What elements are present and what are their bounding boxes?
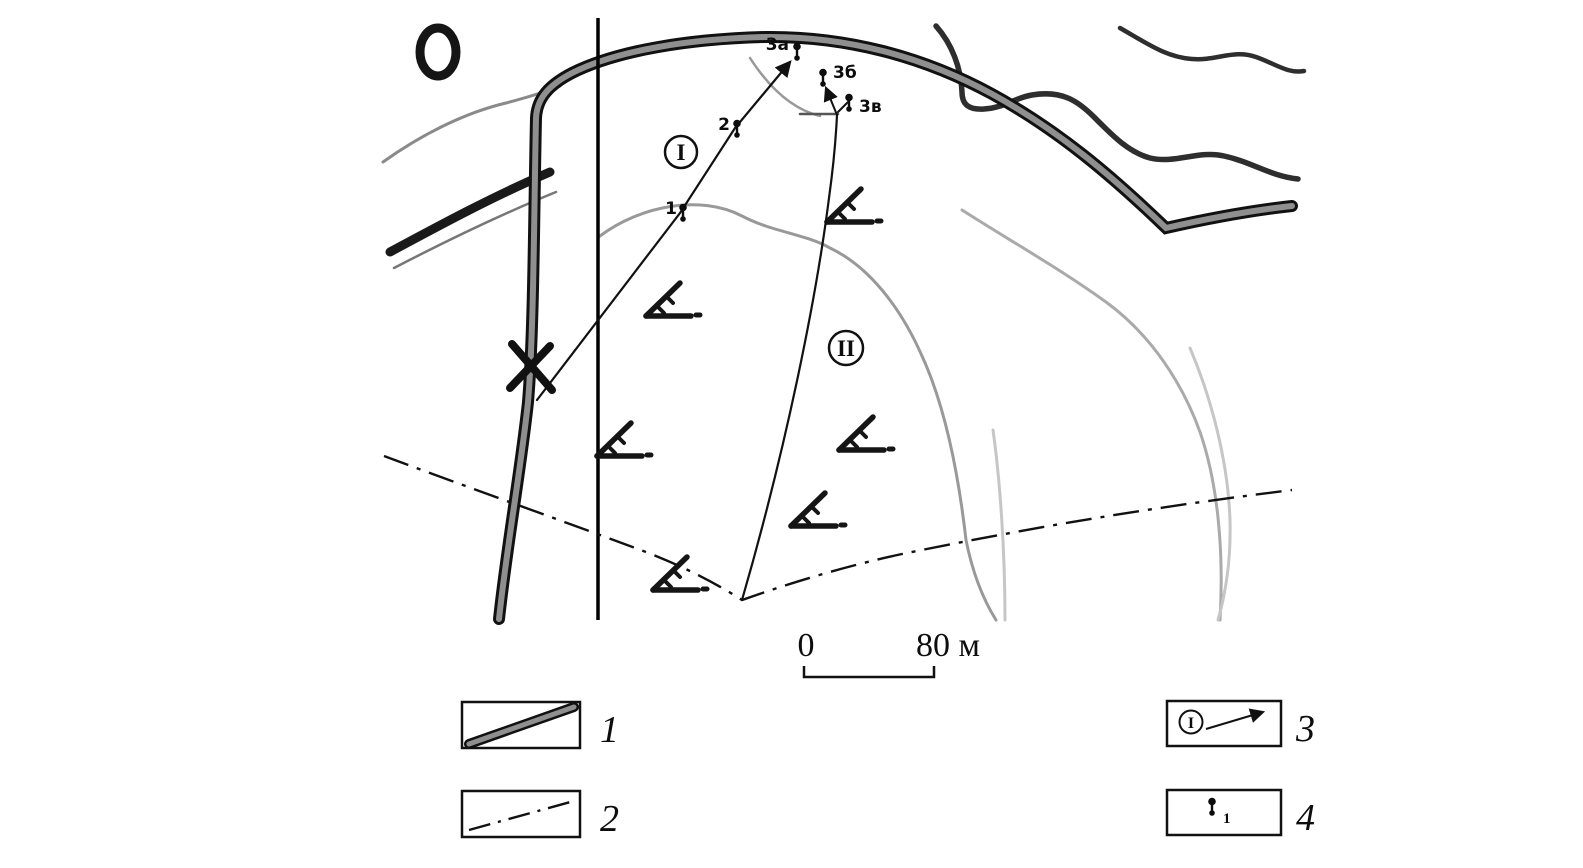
legend-box bbox=[1165, 788, 1283, 837]
dash-dot-boundary-line bbox=[383, 454, 1293, 602]
road-line-fill bbox=[496, 33, 1295, 622]
legend-item-4: 1 4 bbox=[1165, 788, 1315, 839]
route-roman-numeral: II bbox=[837, 336, 855, 361]
legend-item-1: 1 bbox=[460, 700, 619, 751]
scarp-symbols bbox=[597, 189, 893, 590]
legend-item-2: 2 bbox=[460, 789, 619, 840]
contour-line bbox=[1188, 346, 1232, 622]
route-roman-numeral: I bbox=[677, 140, 686, 165]
route-I-line bbox=[535, 60, 792, 402]
legend-roman-numeral: I bbox=[1188, 715, 1194, 732]
legend-number-4: 4 bbox=[1296, 797, 1315, 839]
legend-item-3: I 3 bbox=[1165, 699, 1315, 750]
routes bbox=[535, 60, 849, 602]
contour-lines bbox=[381, 23, 1307, 622]
point-label-3v: 3в bbox=[859, 97, 882, 117]
scarp-symbol bbox=[839, 417, 893, 450]
ravine-line bbox=[1117, 25, 1307, 74]
point-label-1: 1 bbox=[665, 199, 677, 219]
route-II-arrow-branch bbox=[823, 85, 838, 116]
contour-line bbox=[598, 203, 998, 622]
point-label-3a: 3а bbox=[766, 35, 789, 55]
route-II-connector bbox=[837, 101, 849, 113]
legend-number-1: 1 bbox=[600, 709, 619, 751]
dash-dot-symbol bbox=[468, 799, 575, 832]
observation-point-pin bbox=[792, 42, 802, 62]
road-line-casing bbox=[493, 30, 1298, 625]
scarp-symbol bbox=[791, 493, 845, 526]
route-arrow-symbol bbox=[1205, 708, 1266, 730]
route-circle-small bbox=[1178, 709, 1204, 735]
route-circle bbox=[663, 134, 699, 170]
point-label-3b: 3б bbox=[833, 63, 857, 83]
route-II-line bbox=[740, 113, 839, 602]
embankment-line bbox=[385, 167, 555, 257]
road-symbol-fill bbox=[466, 704, 577, 747]
ravine-line bbox=[933, 23, 1301, 182]
point-label-2: 2 bbox=[718, 115, 730, 135]
legend-number-2: 2 bbox=[600, 798, 619, 840]
scale-bar-bracket bbox=[802, 666, 936, 679]
scarp-symbol bbox=[827, 189, 881, 222]
scale-end-label: 80 м bbox=[916, 627, 980, 664]
scarp-symbol bbox=[646, 283, 700, 316]
observation-point-pin bbox=[818, 67, 828, 88]
contour-line bbox=[991, 428, 1007, 622]
oval-landmark-symbol bbox=[415, 23, 461, 81]
route-circle bbox=[827, 329, 865, 367]
legend-box bbox=[460, 789, 582, 839]
legend-number-3: 3 bbox=[1295, 708, 1315, 750]
scarp-symbol bbox=[653, 557, 707, 590]
legend: 1 2 I 3 1 4 bbox=[460, 699, 1315, 840]
contour-line bbox=[960, 208, 1223, 622]
mill-cross-symbol bbox=[506, 340, 556, 394]
scale-bar: 0 80 м bbox=[798, 627, 980, 679]
road bbox=[493, 30, 1298, 625]
observation-points: 3а 3б 3в 2 1 bbox=[665, 35, 882, 223]
scarp-symbol bbox=[597, 423, 651, 456]
route-label-I: I bbox=[663, 134, 699, 170]
route-label-II: II bbox=[827, 329, 865, 367]
legend-point-index: 1 bbox=[1223, 811, 1231, 827]
scale-zero-label: 0 bbox=[798, 627, 815, 664]
